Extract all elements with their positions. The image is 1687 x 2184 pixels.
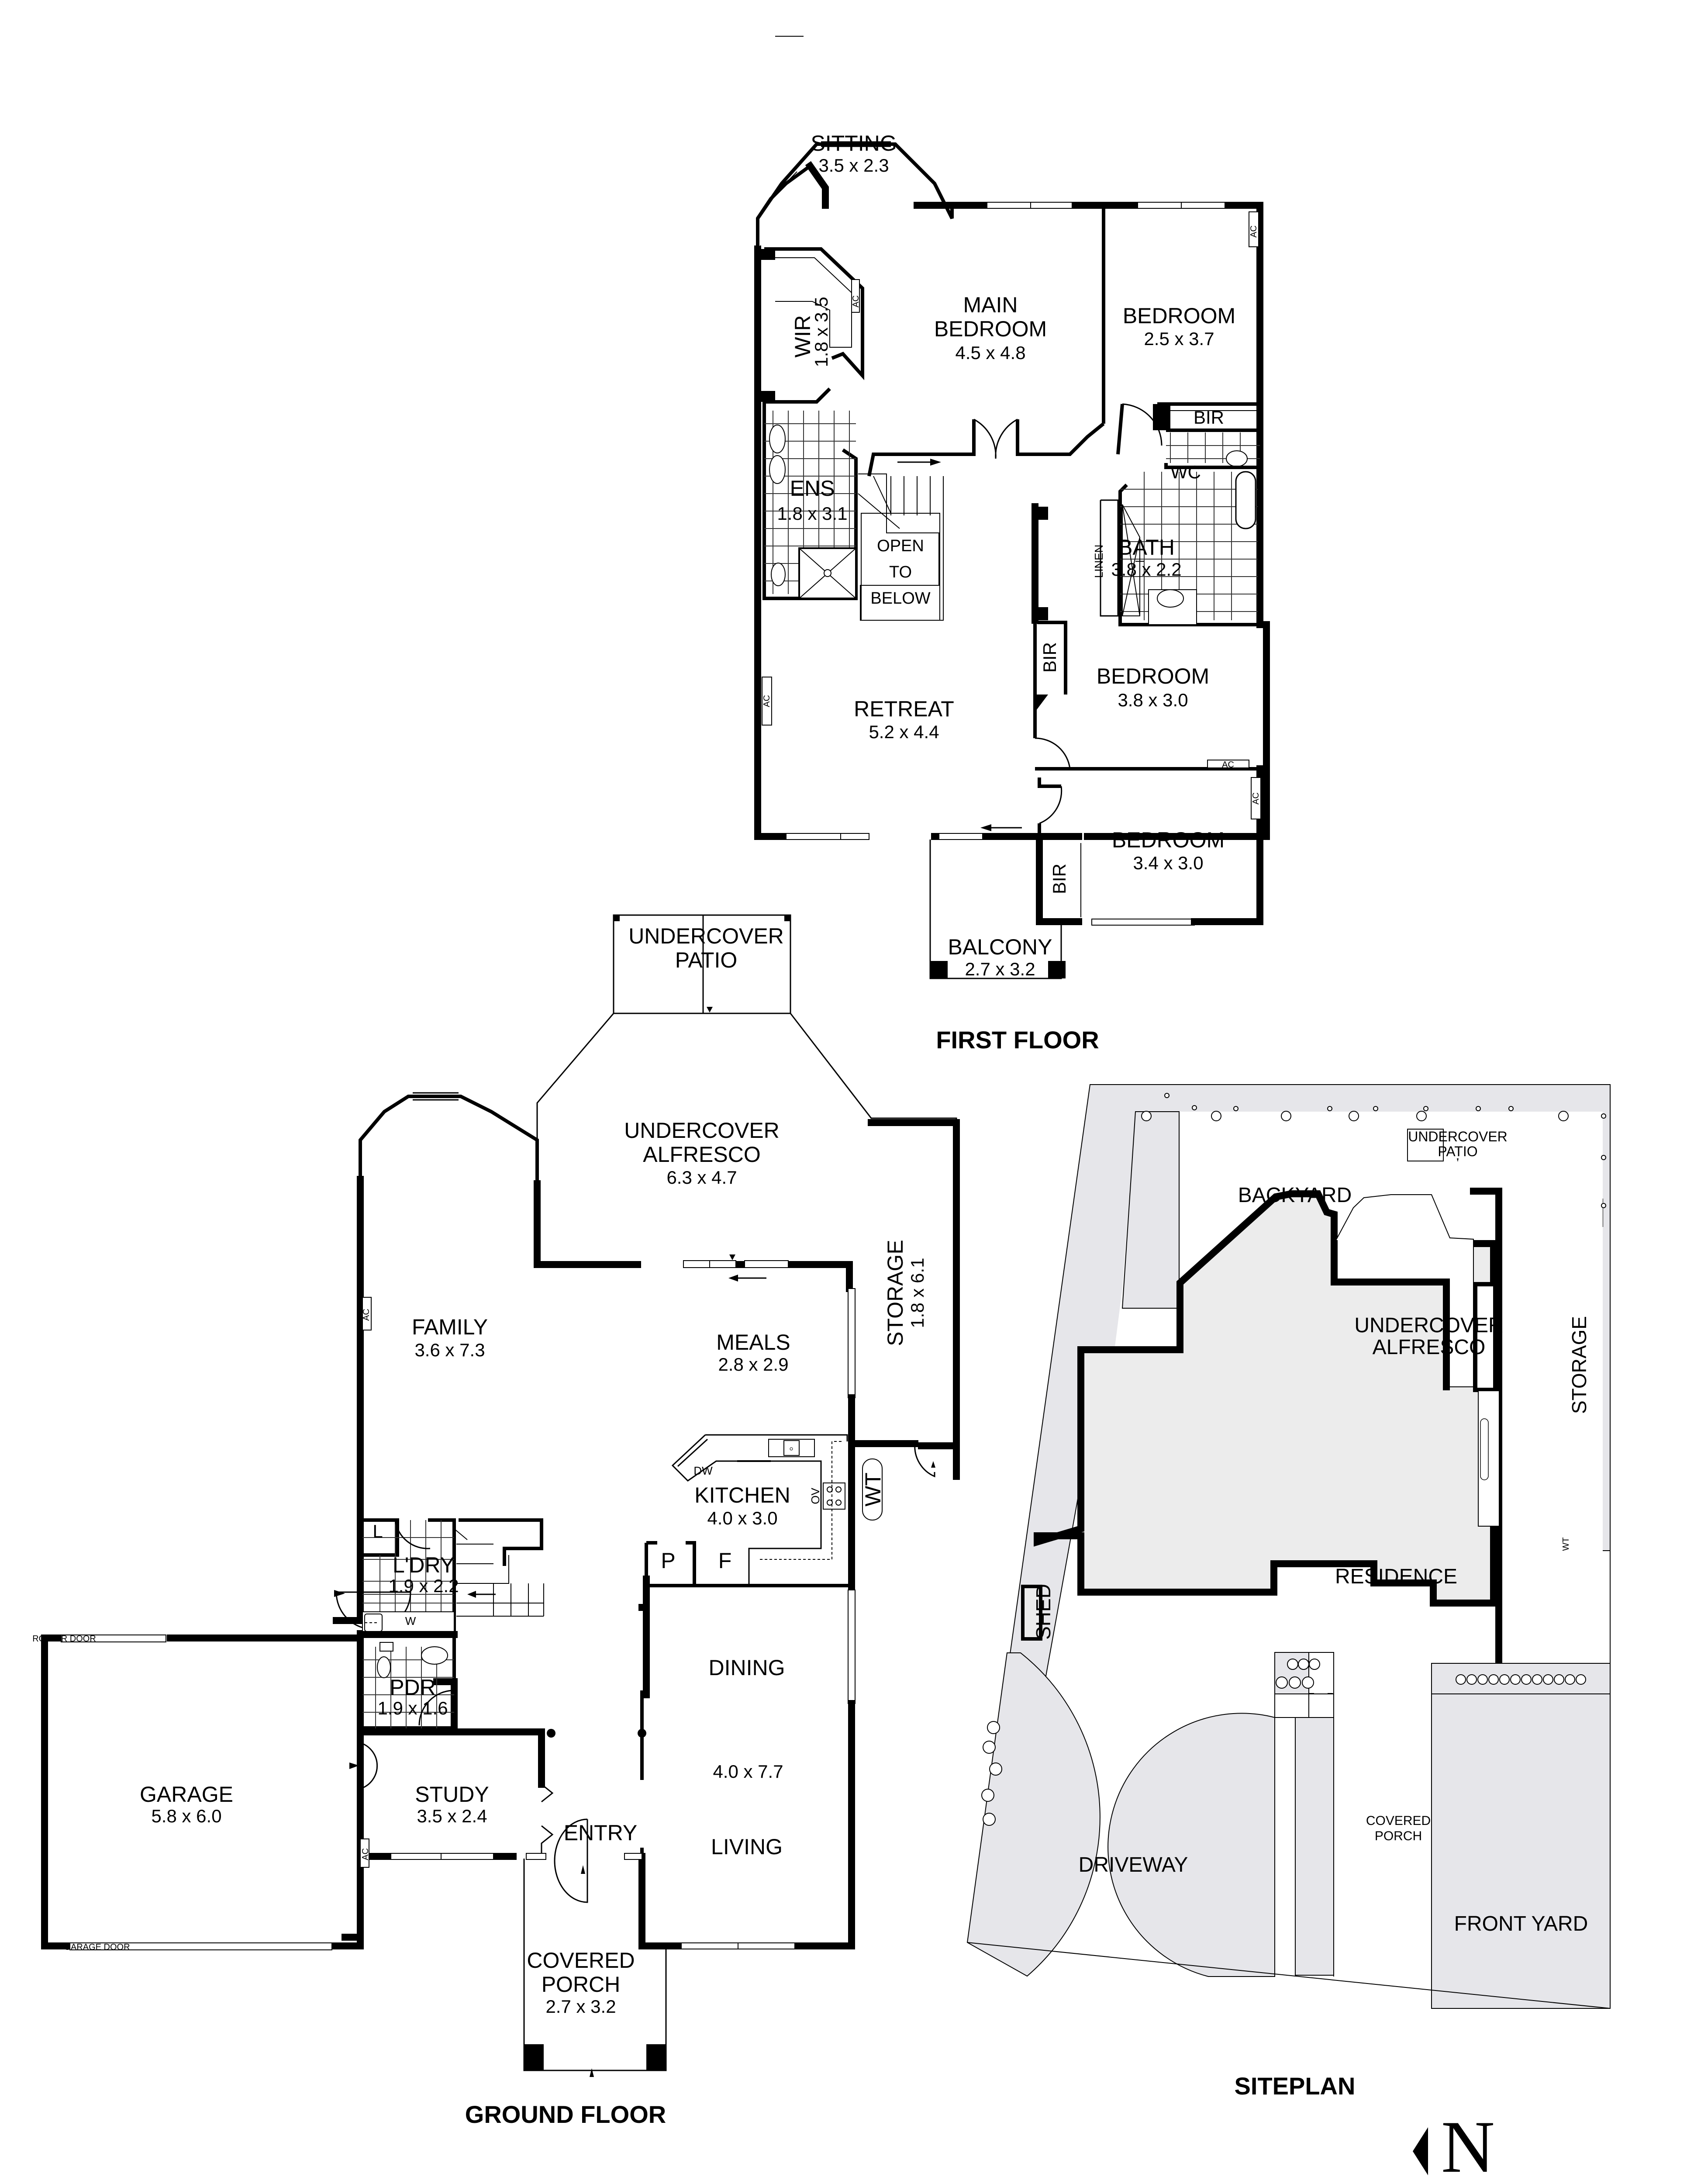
fixture-label-fridge: F — [718, 1548, 732, 1573]
room-dims-dining-living: 4.0 x 7.7 — [713, 1761, 783, 1782]
room-label-garage: GARAGE — [140, 1782, 233, 1807]
siteplan-heading: SITEPLAN — [1235, 2072, 1356, 2100]
fixture-label-wt: WT — [861, 1472, 885, 1507]
fixture-label-dw: DW — [693, 1464, 713, 1477]
site-label-shed: SHED — [1032, 1584, 1055, 1640]
room-label-living: LIVING — [711, 1835, 783, 1859]
room-label-covered-porch-1: COVERED — [527, 1948, 635, 1973]
room-dims-bedroom-4: 3.4 x 3.0 — [1133, 853, 1203, 873]
ac-unit-label: AC — [362, 1309, 371, 1321]
label-open-2: TO — [889, 563, 912, 581]
room-label-bir-4: BIR — [1049, 864, 1069, 894]
room-dims-bedroom-2: 2.5 x 3.7 — [1144, 328, 1214, 349]
label-open-3: BELOW — [870, 589, 930, 608]
room-label-study: STUDY — [415, 1782, 489, 1807]
room-label-undercover-alfresco-2: ALFRESCO — [643, 1142, 761, 1167]
room-label-entry: ENTRY — [564, 1821, 638, 1845]
room-label-balcony: BALCONY — [948, 935, 1052, 959]
tree-icons — [981, 1093, 1606, 1826]
room-dims-main-bedroom: 4.5 x 4.8 — [955, 342, 1025, 363]
room-label-bir-3: BIR — [1039, 642, 1060, 673]
fixture-label-linen: L — [373, 1521, 383, 1541]
ground-floor-heading: GROUND FLOOR — [465, 2101, 666, 2128]
room-dims-ldry: 1.9 x 2.2 — [388, 1576, 459, 1596]
fixture-label-pantry: P — [661, 1548, 675, 1573]
first-floor-heading: FIRST FLOOR — [936, 1026, 1099, 1054]
ground-floor-plan: UNDERCOVER PATIO UNDERCOVER ALFRESCO 6.3… — [32, 914, 960, 2128]
laundry-tiles — [362, 1520, 454, 1730]
room-label-storage: STORAGE — [883, 1240, 907, 1346]
ac-unit-label: AC — [1222, 760, 1234, 770]
first-floor-plan: SITTING 3.5 x 2.3 MAIN BEDROOM 4.5 x 4.8… — [754, 36, 1270, 1054]
room-label-bedroom-3: BEDROOM — [1097, 664, 1209, 688]
room-label-kitchen: KITCHEN — [694, 1483, 790, 1507]
ac-unit-label: AC — [1251, 792, 1261, 805]
garage-door-label: GARAGE DOOR — [64, 1942, 130, 1952]
north-compass: N — [1411, 2110, 1498, 2184]
label-open-1: OPEN — [877, 537, 924, 555]
room-label-pdr: PDR — [390, 1675, 436, 1700]
site-label-patio-2: PATIO — [1438, 1144, 1477, 1159]
room-dims-study: 3.5 x 2.4 — [417, 1806, 487, 1826]
room-label-undercover-alfresco-1: UNDERCOVER — [624, 1118, 780, 1143]
room-label-bedroom-2: BEDROOM — [1123, 304, 1235, 328]
room-dims-garage: 5.8 x 6.0 — [151, 1806, 221, 1826]
site-label-alfresco-2: ALFRESCO — [1373, 1336, 1486, 1359]
room-dims-retreat: 5.2 x 4.4 — [869, 722, 939, 742]
ac-unit-label: AC — [851, 295, 861, 308]
room-dims-family: 3.6 x 7.3 — [414, 1340, 485, 1360]
ac-unit-label: AC — [762, 695, 772, 707]
site-label-porch-1: COVERED — [1366, 1814, 1431, 1828]
room-label-bir-2: BIR — [1194, 407, 1224, 428]
roller-door-label: ROLLER DOOR — [32, 1634, 96, 1644]
room-dims-bedroom-3: 3.8 x 3.0 — [1118, 690, 1188, 710]
room-dims-bath: 3.8 x 2.2 — [1111, 559, 1181, 580]
site-label-backyard: BACKYARD — [1238, 1184, 1352, 1207]
site-label-porch-2: PORCH — [1375, 1829, 1422, 1843]
site-label-driveway: DRIVEWAY — [1079, 1853, 1188, 1876]
room-dims-pdr: 1.9 x 1.6 — [377, 1698, 448, 1718]
room-dims-meals: 2.8 x 2.9 — [718, 1354, 788, 1375]
room-label-main-bedroom-1: MAIN — [963, 293, 1018, 317]
north-letter: N — [1441, 2106, 1495, 2184]
ac-unit-label: AC — [1249, 225, 1259, 238]
room-dims-kitchen: 4.0 x 3.0 — [707, 1508, 777, 1528]
room-dims-covered-porch: 2.7 x 3.2 — [545, 1996, 616, 2017]
site-label-wt: WT — [1561, 1537, 1571, 1551]
room-label-dining: DINING — [709, 1655, 785, 1680]
site-label-patio-1: UNDERCOVER — [1408, 1129, 1508, 1144]
fixture-label-washer: W — [405, 1614, 416, 1628]
room-label-undercover-patio-2: PATIO — [675, 948, 738, 972]
room-dims-balcony: 2.7 x 3.2 — [965, 959, 1035, 979]
site-label-storage: STORAGE — [1568, 1316, 1590, 1414]
room-label-bedroom-4: BEDROOM — [1112, 828, 1225, 852]
room-label-covered-porch-2: PORCH — [542, 1972, 621, 1997]
siteplan: BACKYARD UNDERCOVER PATIO UNDERCOVER ALF… — [966, 1084, 1611, 2100]
site-label-residence: RESIDENCE — [1335, 1565, 1457, 1588]
room-dims-ens: 1.8 x 3.1 — [777, 503, 847, 524]
room-label-meals: MEALS — [716, 1330, 790, 1355]
room-label-retreat: RETREAT — [854, 697, 954, 721]
room-label-ens: ENS — [790, 476, 835, 501]
room-label-sitting: SITTING — [811, 131, 897, 156]
room-label-ldry: L'DRY — [393, 1553, 455, 1577]
site-label-alfresco-1: UNDERCOVER — [1354, 1314, 1503, 1337]
room-dims-sitting: 3.5 x 2.3 — [818, 155, 889, 176]
ac-unit-label: AC — [361, 1848, 370, 1860]
room-label-linen: LINEN — [1092, 545, 1105, 578]
room-label-family: FAMILY — [412, 1315, 488, 1339]
site-label-front-yard: FRONT YARD — [1454, 1912, 1588, 1935]
room-label-undercover-patio-1: UNDERCOVER — [628, 924, 784, 948]
room-dims-storage: 1.8 x 6.1 — [907, 1258, 928, 1328]
fixture-label-ov: OV — [809, 1488, 822, 1504]
room-dims-wir: 1.8 x 3.5 — [811, 297, 831, 367]
room-label-main-bedroom-2: BEDROOM — [934, 317, 1047, 341]
wc-tiles — [1166, 432, 1260, 463]
room-label-wir: WIR — [790, 315, 815, 357]
north-arrow-icon — [1413, 2127, 1428, 2175]
room-label-bath: BATH — [1118, 535, 1175, 560]
room-dims-undercover-alfresco: 6.3 x 4.7 — [666, 1167, 737, 1188]
room-label-wc: WC — [1170, 462, 1201, 482]
